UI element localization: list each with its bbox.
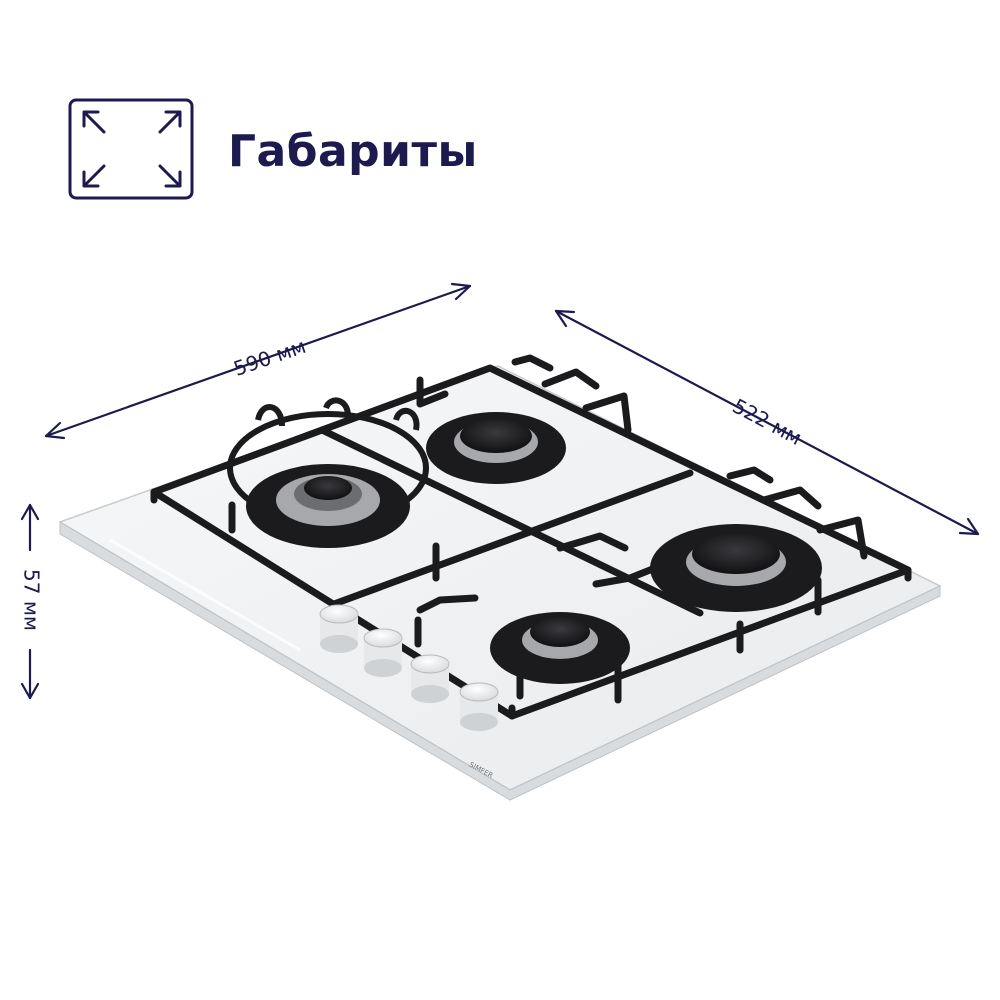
burner-rear-left (246, 464, 410, 548)
width-dimension-label: 590 мм (230, 334, 308, 381)
depth-dimension-arrow (554, 309, 980, 536)
burner-front-left (490, 612, 630, 684)
control-knob-2 (363, 628, 403, 677)
expand-arrows-icon (68, 98, 194, 200)
height-dimension-label: 57 мм (20, 569, 44, 631)
hob-grate (150, 354, 912, 720)
burner-front-right (650, 524, 822, 612)
control-knob-3 (410, 654, 450, 703)
control-knob-1 (319, 604, 359, 653)
burner-rear-right (426, 412, 566, 484)
control-knob-4 (459, 682, 499, 731)
width-dimension-arrow (44, 282, 472, 440)
page-title: Габариты (228, 126, 478, 177)
depth-dimension-label: 522 мм (729, 394, 806, 450)
height-dimension-arrow (20, 503, 40, 700)
